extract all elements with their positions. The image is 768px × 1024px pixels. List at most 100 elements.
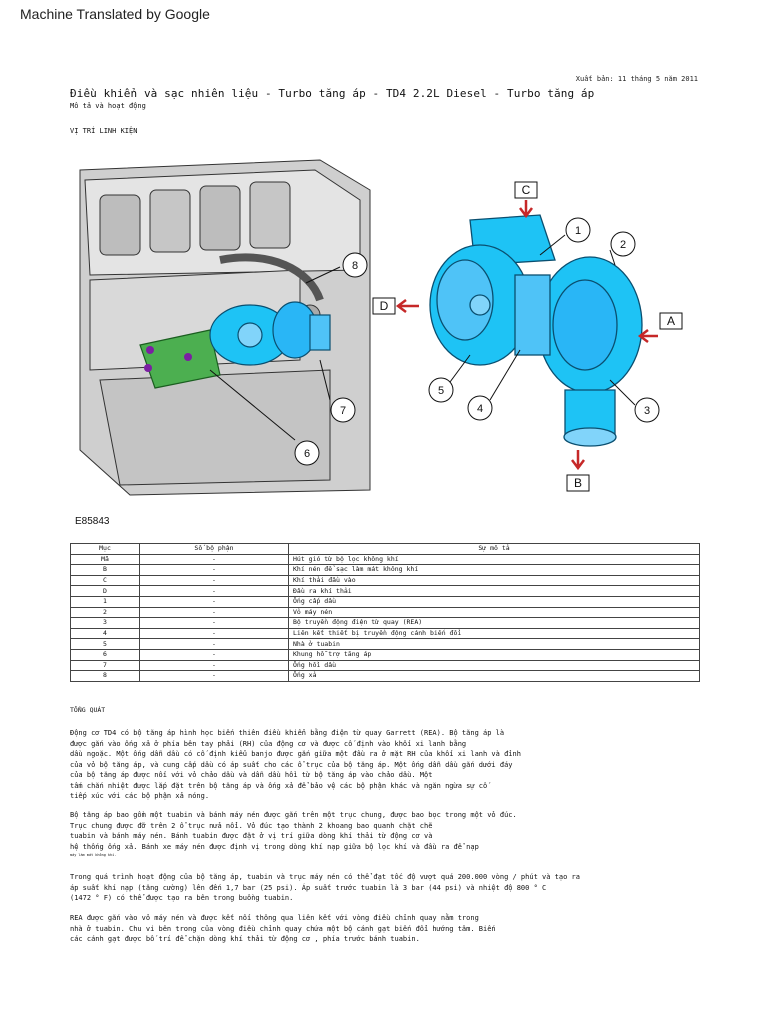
turbocharger-figure: 8 7 6 1 2 3 4 5 C D A B bbox=[79, 159, 683, 496]
callout-1-label: 1 bbox=[575, 225, 581, 237]
flow-labels: C D A B bbox=[372, 181, 683, 492]
table-row: Mã-Hút gió từ bộ lọc không khí bbox=[70, 553, 700, 566]
paragraph-3: Trong quá trình hoạt động của bộ tăng áp… bbox=[70, 872, 610, 904]
col-desc: Sự mô tả bbox=[288, 543, 700, 555]
table-cell-desc: Khí thải đầu vào bbox=[288, 574, 700, 587]
table-cell-part: - bbox=[139, 648, 289, 661]
text-line: tiếp xúc với các bộ phận xả nóng. bbox=[70, 792, 210, 800]
table-cell-part: - bbox=[139, 574, 289, 587]
table-cell-part: - bbox=[139, 627, 289, 640]
table-cell-item: 5 bbox=[70, 638, 140, 650]
translator-title: Machine Translated by Google bbox=[20, 6, 210, 22]
turbo-enlarged bbox=[429, 214, 643, 447]
text-line: (1472 ° F) có thể được tạo ra bên trong … bbox=[70, 894, 294, 902]
text-line: các cánh gạt được bố trí để chặn dòng kh… bbox=[70, 935, 420, 943]
text-line: được gắn vào ống xả ở phía bên tay phải … bbox=[70, 739, 467, 748]
callout-4-label: 4 bbox=[477, 403, 483, 415]
text-line: dầu ngoặc. Một ống dẫn dầu có cố định ki… bbox=[70, 750, 521, 758]
table-cell-part: - bbox=[139, 638, 289, 650]
callout-7: 7 bbox=[319, 359, 356, 423]
table-row: 4-Liên kết thiết bị truyền động cánh biế… bbox=[70, 627, 700, 640]
text-line: REA được gắn vào vỏ máy nén và được kết … bbox=[70, 914, 479, 922]
callout-7-label: 7 bbox=[340, 405, 346, 417]
table-cell-item: D bbox=[70, 585, 140, 597]
table-cell-part: - bbox=[139, 553, 289, 566]
table-cell-part: - bbox=[139, 670, 289, 682]
components-table: Mục Số bộ phận Sự mô tả Mã-Hút gió từ bộ… bbox=[70, 543, 700, 682]
table-row: C-Khí thải đầu vào bbox=[70, 574, 700, 587]
table-cell-desc: Ống cấp dầu bbox=[288, 595, 700, 608]
table-cell-desc: Nhà ở tuabin bbox=[288, 638, 700, 650]
table-cell-part: - bbox=[139, 595, 289, 608]
table-cell-part: - bbox=[139, 617, 289, 629]
table-cell-item: 6 bbox=[70, 648, 140, 661]
callout-8-label: 8 bbox=[352, 260, 358, 272]
paragraph-2-tail: máy làm mát không khí. bbox=[70, 853, 117, 857]
turbo-on-engine bbox=[209, 301, 331, 366]
section-label: VỊ TRÍ LINH KIỆN bbox=[70, 127, 138, 135]
table-cell-desc: Liên kết thiết bị truyền động cánh biến … bbox=[288, 627, 700, 640]
text-line: Động cơ TD4 có bộ tăng áp hình học biến … bbox=[70, 729, 505, 737]
flow-b-text: B bbox=[574, 476, 582, 490]
text-line: Trục chung được đỡ trên 2 ổ trục nửa nổi… bbox=[70, 821, 433, 830]
table-row: 3-Bộ truyền động điện từ quay (REA) bbox=[70, 617, 700, 629]
text-line: của vỏ bộ tăng áp, và cung cấp dầu có áp… bbox=[70, 760, 513, 769]
col-item: Mục bbox=[70, 543, 140, 555]
paragraph-1: Động cơ TD4 có bộ tăng áp hình học biến … bbox=[70, 728, 610, 802]
callout-3: 3 bbox=[609, 379, 660, 423]
text-line: tuabin và bánh máy nén. Bánh tuabin được… bbox=[70, 832, 433, 840]
flow-label-b: B bbox=[566, 450, 590, 492]
callout-5-label: 5 bbox=[438, 385, 444, 397]
table-cell-desc: Ống xả bbox=[288, 670, 700, 682]
text-line: tấm chắn nhiệt được lắp đặt trên bộ tăng… bbox=[70, 781, 488, 790]
table-row: 2-Vỏ máy nén bbox=[70, 606, 700, 619]
table-cell-part: - bbox=[139, 659, 289, 672]
table-cell-item: 8 bbox=[70, 670, 140, 682]
text-line: của bộ tăng áp được nối với vỏ chảo dầu … bbox=[70, 771, 433, 779]
callout-6-label: 6 bbox=[304, 448, 310, 460]
table-cell-item: 2 bbox=[70, 606, 140, 619]
published-date: Xuất bản: 11 tháng 5 năm 2011 bbox=[575, 75, 698, 83]
document-title: Điều khiển và sạc nhiên liệu - Turbo tăn… bbox=[70, 87, 595, 100]
table-cell-item: 4 bbox=[70, 627, 140, 640]
engine-illustration bbox=[79, 159, 371, 496]
table-cell-desc: Bộ truyền động điện từ quay (REA) bbox=[288, 617, 700, 629]
flow-c-text: C bbox=[522, 183, 531, 197]
table-row: 7-Ống hồi dầu bbox=[70, 659, 700, 672]
flow-d-text: D bbox=[380, 299, 389, 313]
paragraph-2: Bộ tăng áp bao gồm một tuabin và bánh má… bbox=[70, 810, 610, 852]
callout-3-label: 3 bbox=[644, 405, 650, 417]
table-cell-part: - bbox=[139, 564, 289, 576]
table-cell-item: Mã bbox=[70, 553, 140, 566]
table-row: 1-Ống cấp dầu bbox=[70, 595, 700, 608]
callout-1: 1 bbox=[539, 217, 591, 256]
table-cell-desc: Vỏ máy nén bbox=[288, 606, 700, 619]
text-line: hệ thống ống xả. Bánh xe máy nén được đị… bbox=[70, 842, 479, 851]
table-cell-desc: Khí nén để sạc làm mát không khí bbox=[288, 564, 700, 576]
top-bar: Machine Translated by Google bbox=[0, 0, 768, 31]
table-cell-item: 3 bbox=[70, 617, 140, 629]
table-row: D-Đầu ra khí thải bbox=[70, 585, 700, 597]
table-header-row: Mục Số bộ phận Sự mô tả bbox=[70, 543, 700, 555]
col-part: Số bộ phận bbox=[139, 543, 289, 555]
table-cell-desc: Đầu ra khí thải bbox=[288, 585, 700, 597]
table-row: 6-Khung hỗ trợ tăng áp bbox=[70, 648, 700, 661]
overview-heading: TỔNG QUÁT bbox=[70, 706, 106, 714]
table-cell-item: 7 bbox=[70, 659, 140, 672]
table-cell-item: 1 bbox=[70, 595, 140, 608]
callout-2: 2 bbox=[609, 231, 636, 266]
paragraph-4: REA được gắn vào vỏ máy nén và được kết … bbox=[70, 913, 610, 945]
flow-label-a: A bbox=[637, 312, 683, 343]
callout-markers: 8 7 6 1 2 3 4 5 bbox=[209, 217, 660, 466]
table-cell-item: C bbox=[70, 574, 140, 587]
document-subtitle: Mô tả và hoạt động bbox=[70, 102, 146, 110]
flow-label-d: D bbox=[372, 297, 419, 315]
support-bracket bbox=[139, 329, 221, 389]
figure-id: E85843 bbox=[75, 516, 110, 527]
table-row: 8-Ống xả bbox=[70, 670, 700, 682]
callout-4: 4 bbox=[467, 349, 521, 421]
flow-a-text: A bbox=[667, 314, 675, 328]
table-row: B-Khí nén để sạc làm mát không khí bbox=[70, 564, 700, 576]
text-line: nhà ở tuabin. Chu vi bên trong của vòng … bbox=[70, 924, 496, 933]
callout-6: 6 bbox=[209, 369, 320, 466]
